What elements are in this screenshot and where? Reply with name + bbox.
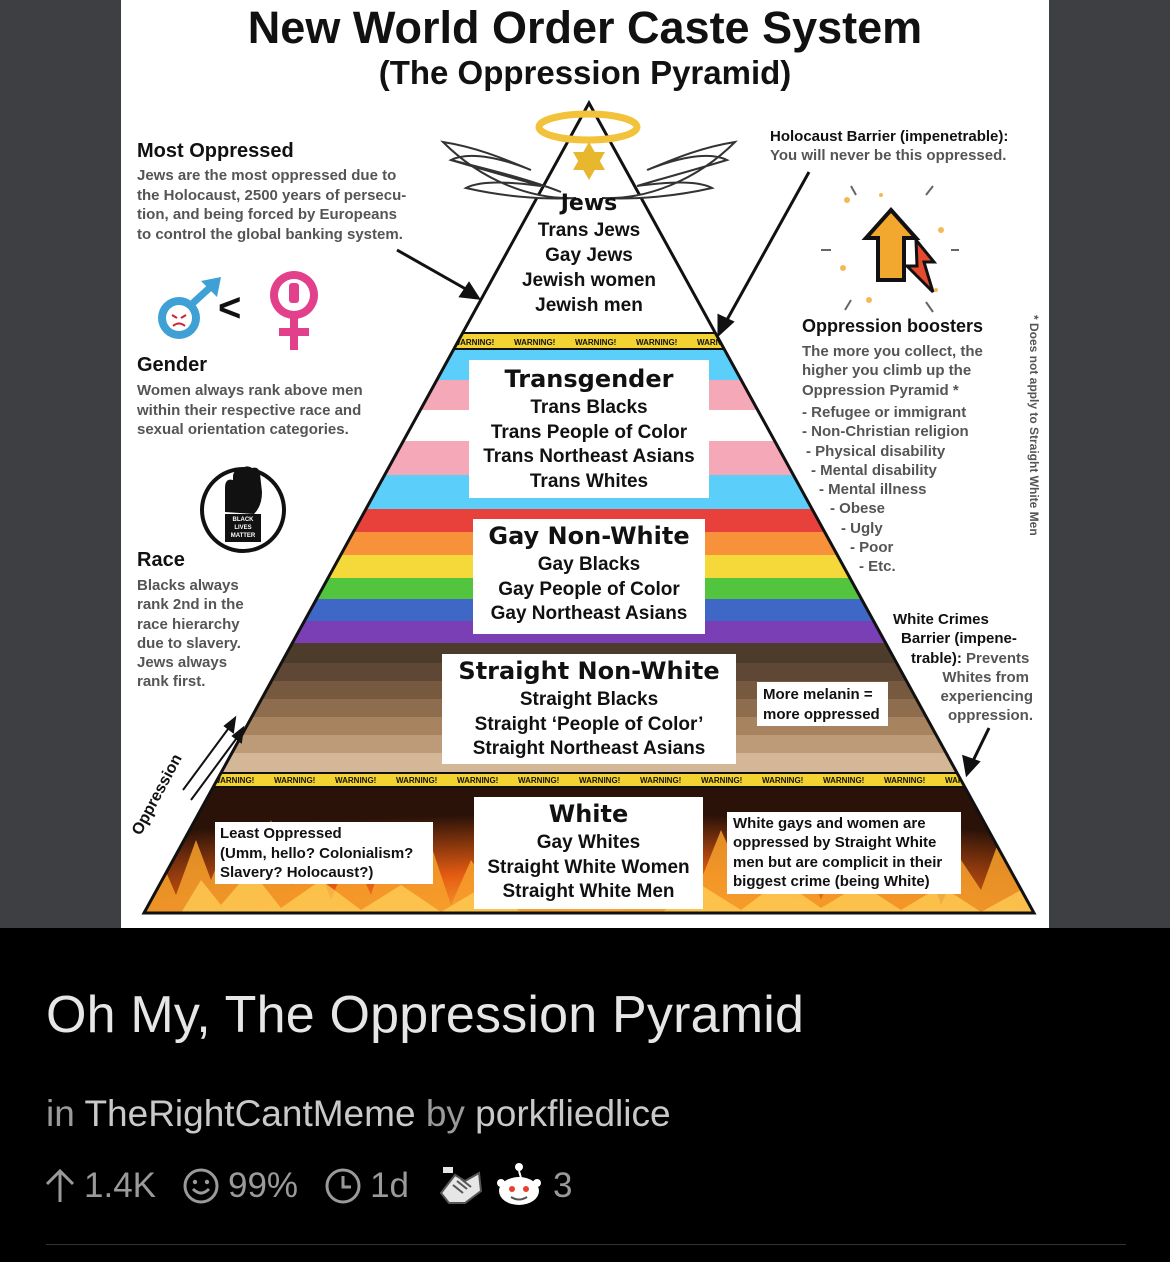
warning-label: WARNING! xyxy=(213,776,254,785)
left-wing-icon xyxy=(440,140,577,200)
most-oppressed-arrow xyxy=(396,248,472,294)
skin-stripe xyxy=(144,643,1034,663)
blm-logo-text: BLACK LIVES MATTER xyxy=(230,517,256,539)
tier-gay-non-white: Gay Non-White Gay Blacks Gay People of C… xyxy=(473,519,705,634)
warning-label: WARNING! xyxy=(823,776,864,785)
race-heading: Race xyxy=(137,549,185,571)
star-of-david-icon xyxy=(573,142,605,180)
in-label: in xyxy=(46,1093,75,1134)
award-count: 3 xyxy=(553,1166,573,1205)
post-age: 1d xyxy=(370,1166,409,1205)
author-link[interactable]: porkfliedlice xyxy=(475,1093,671,1134)
warning-label: WARNING! xyxy=(514,338,555,347)
warning-label: WARNING! xyxy=(701,776,742,785)
upvote-stat[interactable]: 1.4K xyxy=(44,1166,156,1206)
white-crimes-arrow xyxy=(969,727,991,766)
tier-transgender: Transgender Trans Blacks Trans People of… xyxy=(469,360,709,498)
meme-subtitle: (The Oppression Pyramid) xyxy=(378,54,792,91)
warning-label: WARNING! xyxy=(640,776,681,785)
warning-label: WARNING! xyxy=(758,338,799,347)
male-symbol-icon xyxy=(158,277,221,339)
upvote-count: 1.4K xyxy=(84,1166,156,1205)
smiley-icon xyxy=(183,1168,219,1204)
divider xyxy=(46,1244,1126,1245)
clock-icon xyxy=(325,1168,361,1204)
female-fist-symbol-icon xyxy=(270,271,318,350)
oppression-booster-icon xyxy=(821,185,959,313)
post-title[interactable]: Oh My, The Oppression Pyramid xyxy=(46,986,805,1044)
warning-label: WARNING! xyxy=(396,776,437,785)
warning-label: WARNING! xyxy=(636,338,677,347)
meme-image[interactable]: WARNING! WARNING! WARNING! WARNING! WARNING!… xyxy=(121,0,1049,928)
ratio-stat: 99% xyxy=(182,1166,298,1206)
tier-straight-non-white: Straight Non-White Straight Blacks Strai… xyxy=(442,654,736,764)
holocaust-barrier-text: You will never be this oppressed. xyxy=(770,147,1007,164)
warning-label: WARNING! xyxy=(518,776,559,785)
oppression-axis-arrows xyxy=(182,715,245,801)
warning-label: WARNING! xyxy=(945,776,986,785)
age-stat: 1d xyxy=(324,1166,409,1206)
boosters-list: - Refugee or immigrant - Non-Christian r… xyxy=(802,404,969,576)
handshake-award-icon xyxy=(439,1167,483,1204)
race-text: Blacks always rank 2nd in the race hiera… xyxy=(137,577,244,691)
post-stats: 1.4K 99% 1d xyxy=(44,1160,598,1212)
halo-icon xyxy=(535,110,641,144)
most-oppressed-text: Jews are the most oppressed due to the H… xyxy=(137,167,407,243)
gender-text: Women always rank above men within their… xyxy=(137,382,363,438)
holocaust-barrier-arrow xyxy=(721,171,811,328)
warning-label: WARNING! xyxy=(697,338,738,347)
black-lives-matter-logo xyxy=(200,466,286,553)
right-wing-icon xyxy=(601,140,738,200)
boosters-text: The more you collect, the higher you cli… xyxy=(802,343,983,399)
boosters-footnote: * Does not apply to Straight White Men xyxy=(1027,315,1041,536)
tier-jews: Jews Trans Jews Gay Jews Jewish women Je… xyxy=(521,191,657,316)
warning-label: WARNING! xyxy=(579,776,620,785)
meme-title: New World Order Caste System xyxy=(247,2,923,53)
upvote-arrow-icon[interactable] xyxy=(44,1168,76,1204)
tier-white: White Gay Whites Straight White Women St… xyxy=(474,797,703,909)
melanin-note: More melanin = more oppressed xyxy=(757,682,888,726)
most-oppressed-heading: Most Oppressed xyxy=(137,140,294,162)
warning-label: WARNING! xyxy=(453,338,494,347)
white-gays-note: White gays and women are oppressed by St… xyxy=(727,812,961,894)
gender-heading: Gender xyxy=(137,354,208,376)
boosters-heading: Oppression boosters xyxy=(802,316,984,336)
awards-stat[interactable]: 3 xyxy=(435,1161,572,1211)
warning-label: WARNING! xyxy=(335,776,376,785)
warning-label: WARNING! xyxy=(1006,776,1047,785)
warning-label: WARNING! xyxy=(884,776,925,785)
post-meta: in TheRightCantMeme by porkfliedlice xyxy=(46,1093,671,1135)
less-than-sign: < xyxy=(218,286,242,330)
white-crimes-text: White Crimes Barrier (impene- trable): P… xyxy=(893,611,1033,725)
warning-label: WARNING! xyxy=(575,338,616,347)
warning-label: WARNING! xyxy=(762,776,803,785)
holocaust-barrier-heading: Holocaust Barrier (impenetrable): xyxy=(770,128,1009,145)
subreddit-link[interactable]: TheRightCantMeme xyxy=(84,1093,416,1134)
by-label: by xyxy=(425,1093,465,1134)
warning-label: WARNING! xyxy=(274,776,315,785)
upvote-ratio: 99% xyxy=(228,1166,299,1205)
snoo-award-icon xyxy=(497,1163,541,1205)
warning-label: WARNING! xyxy=(457,776,498,785)
warning-tape-bottom xyxy=(144,772,1034,788)
least-oppressed-note: Least Oppressed (Umm, hello? Colonialism… xyxy=(215,822,433,884)
